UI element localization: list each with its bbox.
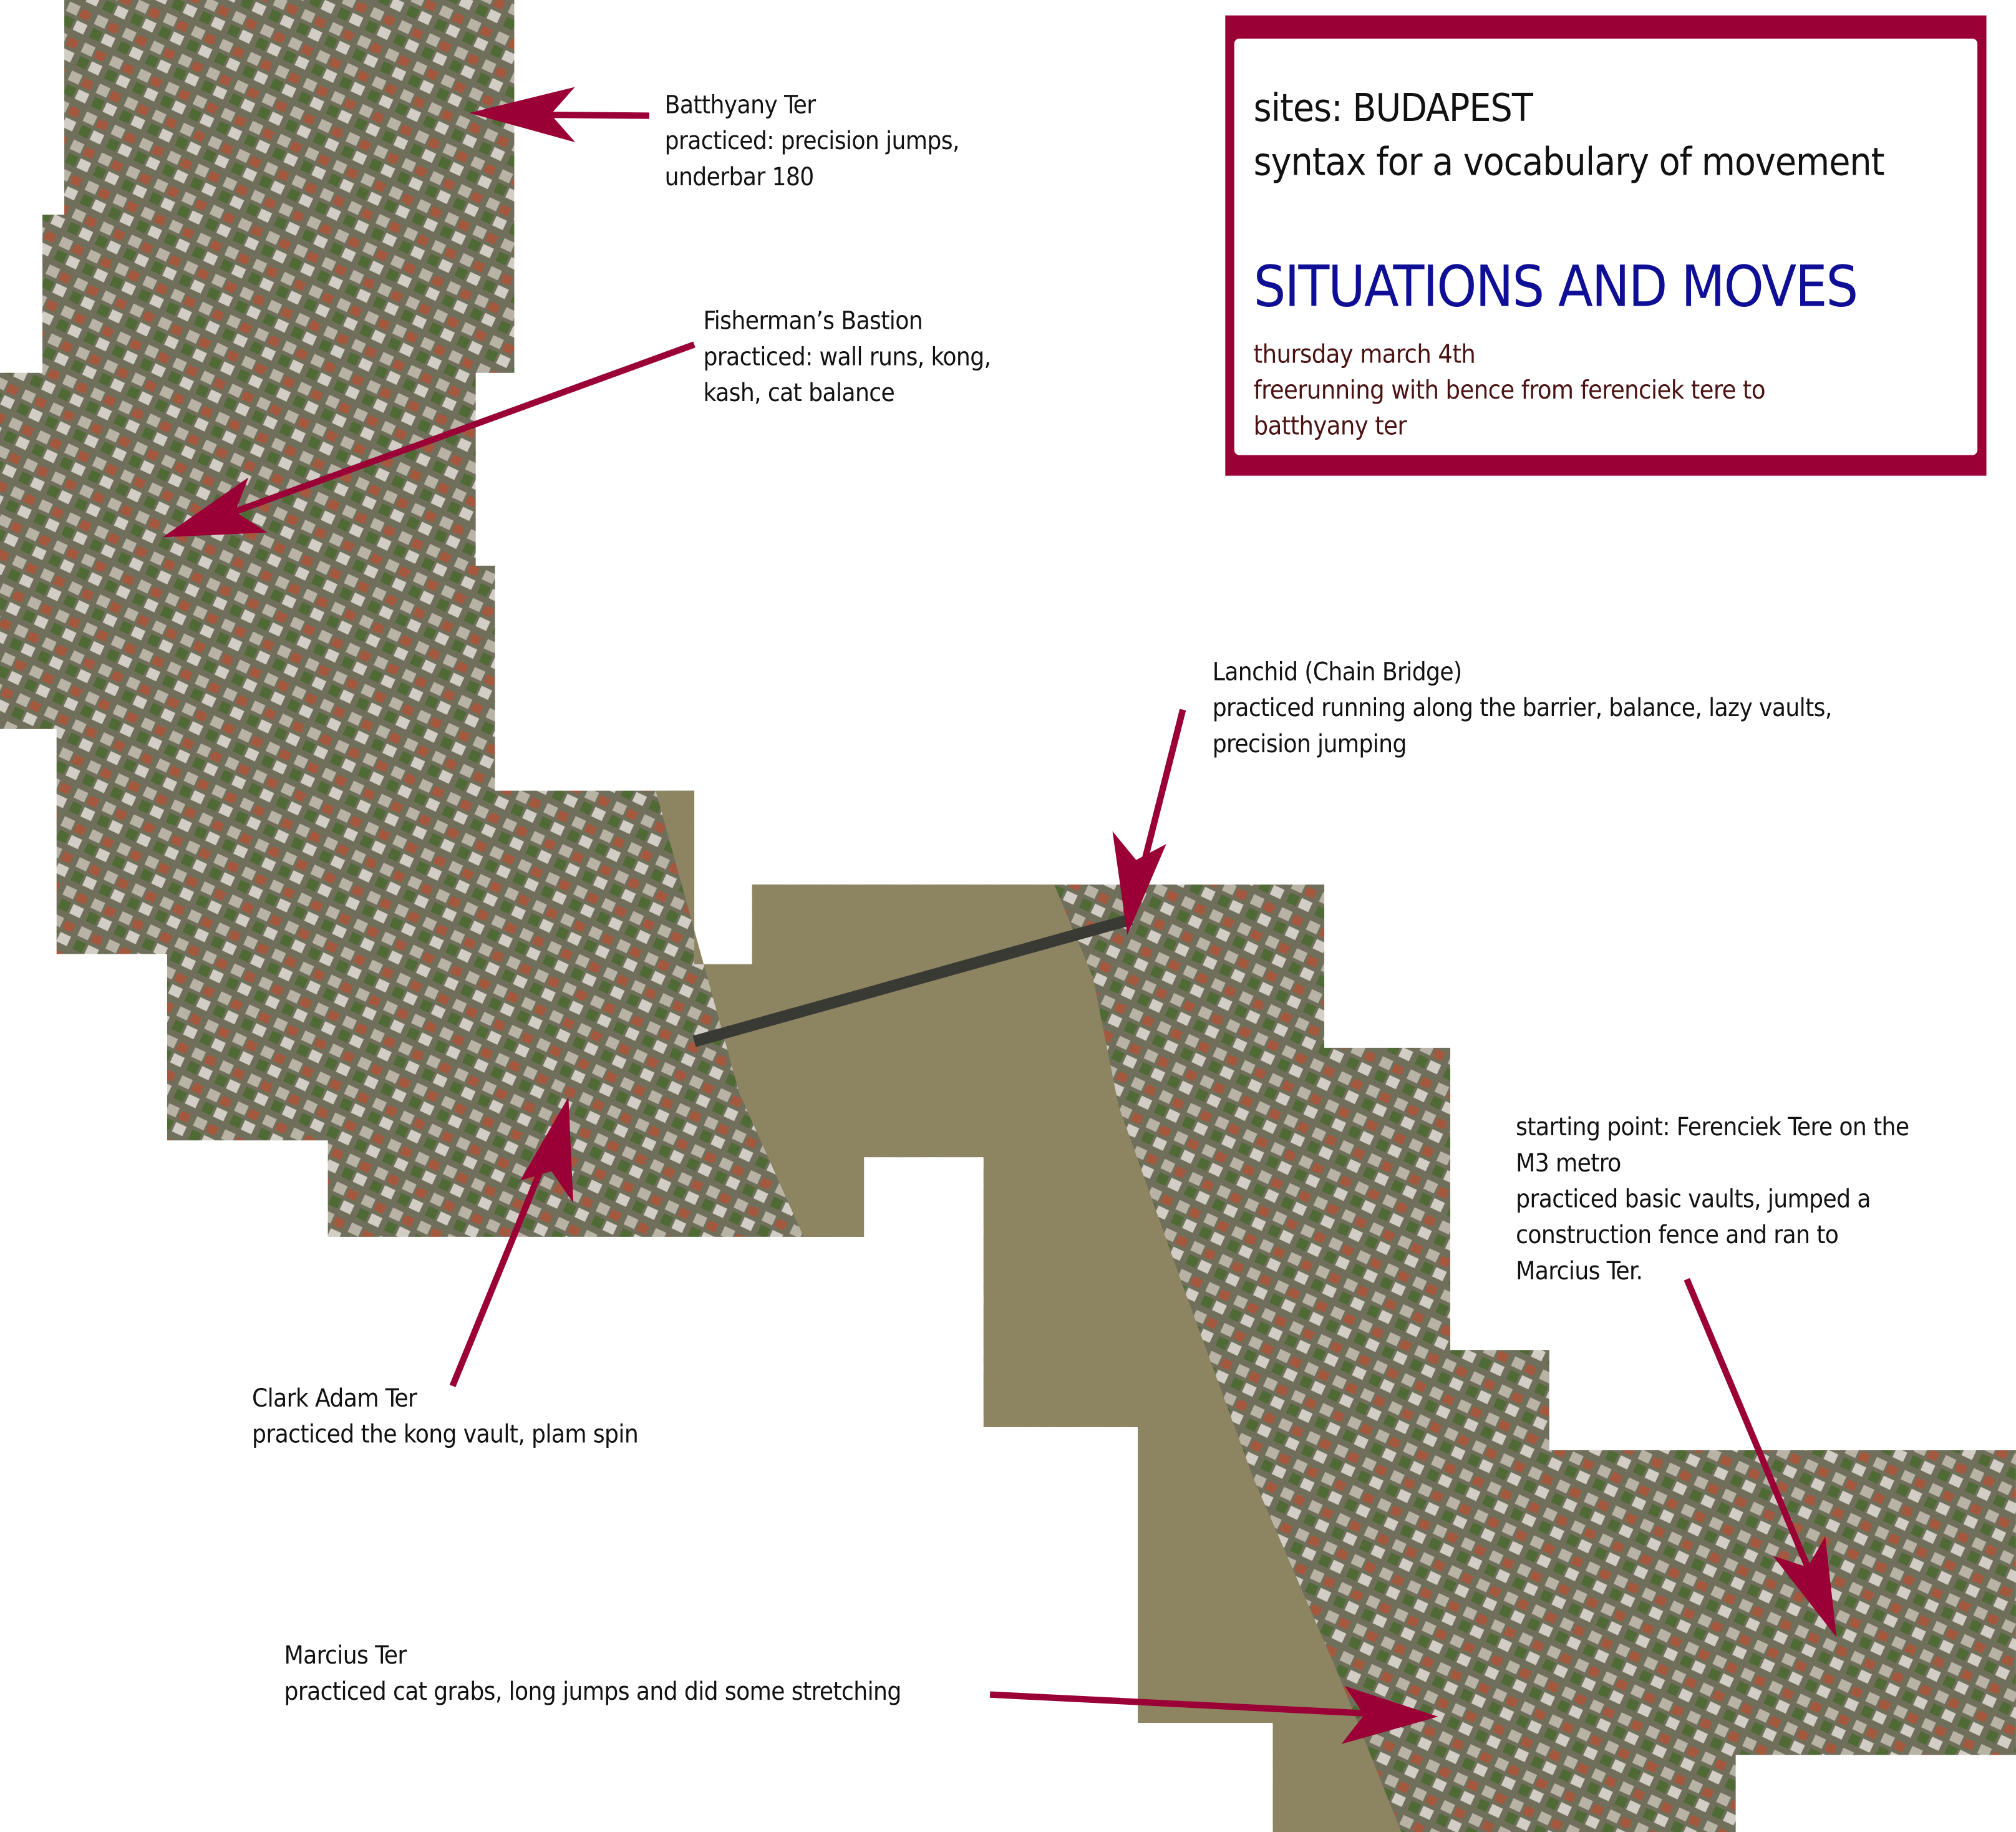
- arrow-fisherman: [198, 341, 695, 528]
- title-box: sites: BUDAPEST syntax for a vocabulary …: [1225, 15, 1987, 476]
- subtitle: syntax for a vocabulary of movement: [1253, 140, 1885, 185]
- annotation-text: practiced basic vaults, jumped a: [1516, 1184, 1871, 1214]
- chain-bridge: [692, 913, 1133, 1047]
- annotation-text: underbar 180: [664, 162, 815, 192]
- annotation-text: practiced the kong vault, plam spin: [251, 1419, 639, 1449]
- annotation-text: practiced: wall runs, kong,: [703, 342, 991, 372]
- arrowhead-icon: [469, 87, 576, 143]
- annotation-ferenciek: starting point: Ferenciek Tere on the M3…: [1516, 1110, 1909, 1290]
- annotation-text: practiced: precision jumps,: [664, 125, 960, 156]
- annotation-text: practiced running along the barrier, bal…: [1212, 692, 1833, 723]
- annotation-title: Fisherman’s Bastion: [703, 306, 923, 336]
- description-line-2: batthyany ter: [1253, 410, 1407, 441]
- annotation-batthyany: Batthyany Ter practiced: precision jumps…: [664, 87, 960, 195]
- annotation-title: Marcius Ter: [284, 1641, 407, 1670]
- arrowhead-icon: [162, 477, 268, 538]
- annotation-text: precision jumping: [1212, 729, 1407, 759]
- annotation-text: Marcius Ter.: [1516, 1256, 1643, 1286]
- arrowhead-icon: [1773, 1536, 1837, 1637]
- annotation-title: Batthyany Ter: [664, 90, 817, 120]
- annotation-text: kash, cat balance: [703, 377, 895, 408]
- arrows: [162, 87, 1837, 1744]
- annotation-text: construction fence and ran to: [1516, 1220, 1839, 1250]
- annotation-clark: Clark Adam Ter practiced the kong vault,…: [251, 1381, 639, 1453]
- description-line-1: freerunning with bence from ferenciek te…: [1253, 374, 1766, 405]
- arrow-clark: [449, 1133, 559, 1387]
- arrowhead-icon: [1341, 1686, 1438, 1744]
- danube-river: [656, 790, 1402, 1832]
- arrow-ferenciek: [1684, 1277, 1825, 1602]
- annotation-marcius: Marcius Ter practiced cat grabs, long ju…: [284, 1638, 902, 1710]
- date-text: thursday march 4th: [1253, 338, 1476, 369]
- arrow-marcius: [989, 1691, 1402, 1718]
- annotation-text: M3 metro: [1516, 1148, 1621, 1178]
- sites-label: sites: BUDAPEST: [1253, 86, 1533, 132]
- annotation-title: Lanchid (Chain Bridge): [1212, 657, 1462, 687]
- annotation-text: practiced cat grabs, long jumps and did …: [284, 1676, 902, 1707]
- annotation-title: starting point: Ferenciek Tere on the: [1516, 1112, 1909, 1142]
- annotation-lanchid: Lanchid (Chain Bridge) practiced running…: [1212, 654, 1833, 762]
- arrowhead-icon: [1112, 831, 1166, 935]
- annotation-fisherman: Fisherman’s Bastion practiced: wall runs…: [703, 303, 991, 411]
- arrowhead-icon: [520, 1097, 574, 1203]
- annotation-title: Clark Adam Ter: [251, 1383, 417, 1413]
- main-heading: SITUATIONS AND MOVES: [1253, 254, 1859, 321]
